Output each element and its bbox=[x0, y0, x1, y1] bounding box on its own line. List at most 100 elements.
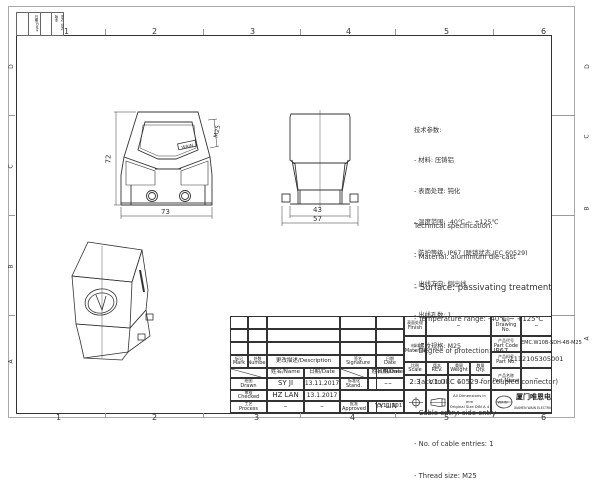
spec-cn-item: - 出线方向: 侧出线 bbox=[414, 281, 467, 289]
spec-en-item: - Material: aluminium die-cast bbox=[414, 253, 516, 262]
side-outer-width-dim: 57 bbox=[313, 215, 322, 223]
zone-left-d: D bbox=[7, 64, 15, 69]
zone-bottom-6: 6 bbox=[541, 413, 547, 422]
spec-cn-title: 技术参数: bbox=[414, 126, 442, 134]
company-logo-icon: WAIN bbox=[495, 395, 513, 409]
zone-top-3: 3 bbox=[250, 27, 256, 36]
spec-cn-item: - 螺纹规格: M25 bbox=[414, 342, 462, 350]
finish-value: – bbox=[426, 316, 491, 336]
drawing-frame bbox=[16, 35, 552, 414]
zone-right-c: C bbox=[583, 134, 591, 139]
outer-border bbox=[8, 6, 575, 418]
date-header-2: 日期/Date bbox=[304, 368, 340, 378]
zone-right-d: D bbox=[583, 64, 591, 69]
description-header: 更改描述/Description bbox=[267, 355, 340, 368]
part-code-value: EMC.W10B-SDH-4B-M25 bbox=[521, 336, 582, 352]
zone-top-5: 5 bbox=[444, 27, 450, 36]
spec-cn-item: - 材料: 压铸铝 bbox=[414, 157, 454, 165]
spec-en-item: - Thread size: M25 bbox=[414, 471, 477, 480]
side-view-drawing bbox=[281, 110, 359, 226]
drawing-no-value: – bbox=[521, 316, 552, 336]
part-name-value: – bbox=[521, 368, 552, 390]
zone-right-b: B bbox=[583, 206, 591, 211]
projection-symbol-cell bbox=[404, 390, 426, 413]
name-header: 姓名/Name bbox=[267, 368, 304, 378]
zone-bottom-4: 4 bbox=[350, 413, 356, 422]
zone-right-a: A bbox=[583, 336, 591, 341]
spec-en-item: (acc.to IEC 60529 for coupled connector) bbox=[414, 377, 559, 386]
diagonal-cell-2 bbox=[340, 368, 368, 378]
zone-left-a: A bbox=[7, 359, 15, 364]
drawn-date: 13.11.2017 bbox=[304, 378, 340, 390]
revision-date-label: 日期/Date bbox=[35, 15, 39, 32]
spec-en-item: - Cable entry: side entry bbox=[414, 409, 497, 418]
stand-date: – bbox=[376, 378, 404, 390]
drawn-name: SY JI bbox=[267, 378, 304, 390]
front-width-dim: 73 bbox=[161, 208, 170, 216]
zone-top-6: 6 bbox=[541, 27, 547, 36]
front-height-dim: 72 bbox=[104, 154, 113, 164]
front-logo: WAIN bbox=[181, 143, 194, 151]
approved-date: 13.11.2017 bbox=[376, 401, 404, 413]
scale-value: 2:3 bbox=[404, 375, 426, 390]
process-name: – bbox=[267, 401, 304, 413]
checked-date: 13.1.2017 bbox=[304, 390, 340, 401]
company-name-cn: 厦门唯恩电气有限公司 bbox=[516, 393, 551, 401]
side-inner-width-dim: 43 bbox=[313, 206, 322, 214]
date-header-3: 日期/Date bbox=[376, 368, 404, 378]
company-name-en: XIAMEN WAIN ELECTRICAL CO.,LTD bbox=[514, 406, 551, 410]
zone-left-c: C bbox=[7, 164, 15, 169]
zone-bottom-3: 3 bbox=[254, 413, 260, 422]
front-view-drawing: WAIN bbox=[114, 111, 220, 219]
process-date: – bbox=[304, 401, 340, 413]
revision-box: 日期/Date Rev. Des. 版本 bbox=[16, 12, 64, 36]
zone-left-b: B bbox=[7, 264, 15, 269]
spec-en-item: - No. of cable entries: 1 bbox=[414, 440, 494, 449]
zone-top-4: 4 bbox=[346, 27, 352, 36]
spec-cn: 技术参数: - 材料: 压铸铝 - 表面处理: 钝化 - 温度范围: -40℃ … bbox=[414, 105, 528, 362]
first-angle-projection-icon bbox=[409, 397, 423, 408]
spec-cn-item: - 温度范围: -40℃ ~ +125℃ bbox=[414, 219, 499, 227]
spec-cn-item: - 表面处理: 钝化 bbox=[414, 188, 461, 196]
spec-en-item: - Surface: passivating treatment bbox=[414, 283, 552, 294]
zone-bottom-1: 1 bbox=[56, 413, 62, 422]
isometric-view-drawing bbox=[71, 241, 154, 361]
rev-value: V1.0 bbox=[426, 375, 448, 390]
checked-name: HZ LAN bbox=[267, 390, 304, 401]
weight-value: – bbox=[448, 375, 470, 390]
company-cell: WAIN 厦门唯恩电气有限公司 XIAMEN WAIN ELECTRICAL C… bbox=[491, 390, 552, 413]
projection-cone-cell bbox=[426, 390, 448, 413]
zone-top-1: 1 bbox=[64, 27, 70, 36]
spec-en-item: - Degree of protection: IP67 bbox=[414, 346, 509, 355]
material-value: – bbox=[426, 336, 491, 362]
qty-value: – bbox=[470, 375, 491, 390]
diagonal-cell bbox=[230, 368, 267, 378]
zone-bottom-2: 2 bbox=[152, 413, 158, 422]
zone-bottom-5: 5 bbox=[444, 413, 450, 422]
revision-rev-label: Rev. Des. 版本 bbox=[55, 15, 64, 32]
zone-top-2: 2 bbox=[152, 27, 158, 36]
spec-cn-item: - 防护等级: IP67 (联锁状态,IEC 60529) bbox=[414, 250, 528, 258]
cone-projection-icon bbox=[430, 398, 446, 407]
spec-en-item: - Temperature range: -40℃ ~ +125℃ bbox=[414, 315, 544, 324]
spec-cn-item: - 出线孔数: 1 bbox=[414, 311, 452, 319]
